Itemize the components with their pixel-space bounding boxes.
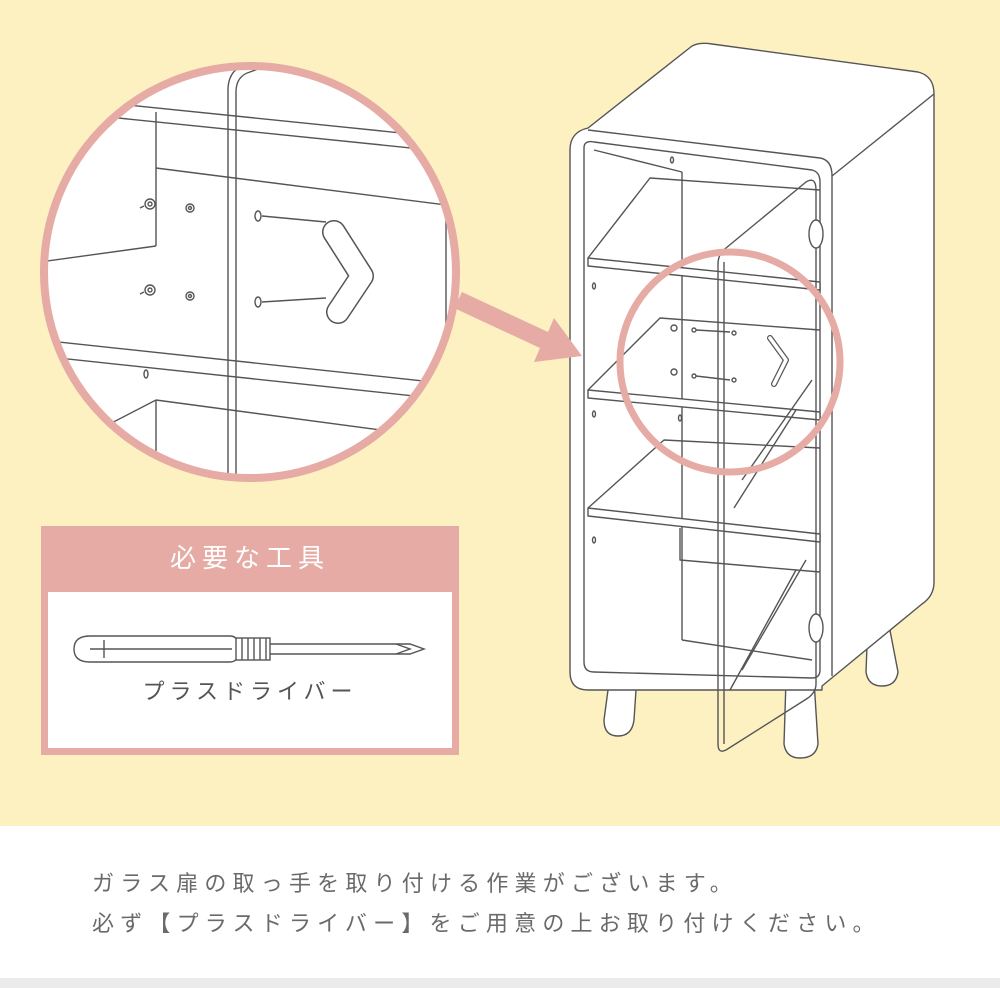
required-tools-panel: 必要な工具 プラスドライバー (41, 526, 459, 755)
arrow-icon (454, 292, 582, 362)
phillips-screwdriver-icon (73, 635, 427, 663)
bottom-divider (0, 978, 1000, 988)
required-tools-body: プラスドライバー (48, 592, 452, 748)
caption-line-1: ガラス扉の取っ手を取り付ける作業がございます。 (92, 872, 738, 897)
tool-name-label: プラスドライバー (142, 680, 358, 705)
caption-area: ガラス扉の取っ手を取り付ける作業がございます。 必ず【プラスドライバー】をご用意… (0, 826, 1000, 978)
illustration-area: 必要な工具 プラスドライバー (0, 0, 1000, 826)
required-tools-title: 必要な工具 (169, 544, 330, 574)
magnify-ring-small (616, 248, 844, 476)
caption-line-2: 必ず【プラスドライバー】をご用意の上お取り付けください。 (92, 912, 881, 937)
illustration-svg (40, 42, 935, 759)
magnified-handle-detail-icon (40, 62, 460, 482)
cabinet-with-glass-door-icon (569, 42, 935, 759)
